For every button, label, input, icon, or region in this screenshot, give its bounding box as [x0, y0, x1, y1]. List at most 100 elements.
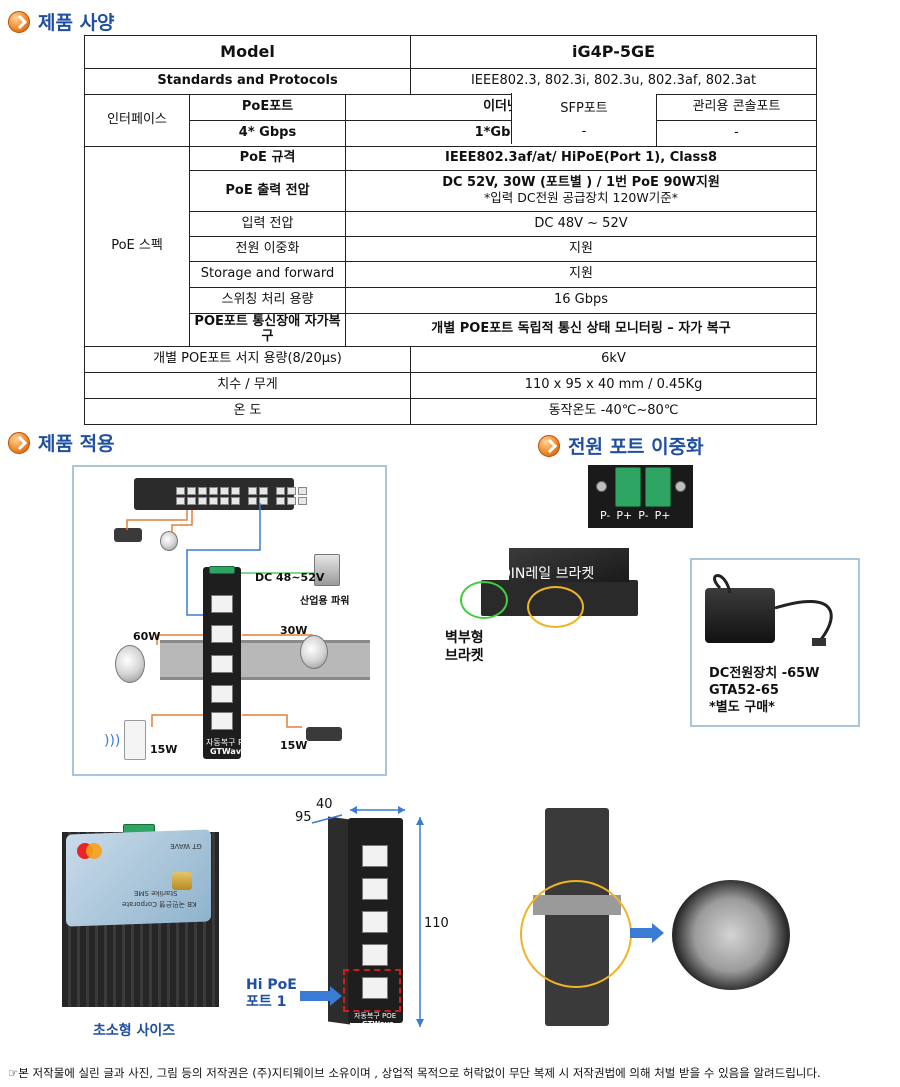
bullet-camera	[306, 727, 342, 741]
table-row: 4* Gbps 1*Gbps -	[85, 120, 818, 147]
wall-bracket-label: 벽부형 브라켓	[445, 630, 484, 664]
interface-header: PoE포트	[189, 94, 346, 121]
interface-header-sfp: SFP포트	[511, 93, 656, 119]
interface-value-sfp: -	[511, 119, 656, 144]
card-text: Starlike SME	[134, 889, 178, 897]
arrow-right-icon	[630, 923, 664, 943]
poe-output-note: *입력 DC전원 공급장치 120W기준*	[484, 190, 678, 206]
dim-110: 110	[424, 916, 449, 931]
access-point	[124, 720, 146, 760]
poe-row-value: 16 Gbps	[344, 287, 818, 314]
table-row: Storage and forward 지원	[85, 261, 818, 288]
bottom-row-label: 온 도	[83, 397, 412, 425]
standards-value: IEEE802.3, 802.3i, 802.3u, 802.3af, 802.…	[410, 68, 818, 95]
table-row: 스위칭 처리 용량 16 Gbps	[85, 287, 818, 314]
poe-row-label: POE포트 통신장애 자가복구	[189, 313, 346, 347]
copyright-footer: ☞본 저작물에 실린 글과 사진, 그림 등의 저작권은 (주)지티웨이브 소유…	[8, 1066, 821, 1080]
power-30w-label: 30W	[280, 624, 308, 637]
dim-95: 95	[295, 810, 312, 825]
section-heading-power: 전원 포트 이중화	[538, 432, 704, 459]
poe-row-label: 전원 이중화	[189, 236, 346, 262]
card-brand-icon	[77, 843, 103, 860]
interface-group-label: 인터페이스	[84, 94, 190, 147]
power-15w-label: 15W	[150, 743, 178, 756]
table-row: 개별 POE포트 서지 용량(8/20μs) 6kV	[83, 345, 818, 373]
table-row: 인터페이스 PoE포트 이더넷 관리용 콘솔포트	[84, 94, 818, 147]
section-title: 제품 적용	[38, 433, 115, 455]
table-row: 치수 / 무게 110 x 95 x 40 mm / 0.45Kg	[83, 371, 818, 399]
switch-caption: 자동복구 POE	[206, 738, 255, 747]
arrow-bullet-icon	[8, 10, 30, 33]
power-60w-label: 60W	[133, 630, 161, 643]
section-title: 전원 포트 이중화	[568, 436, 704, 458]
card-brand-text: GT WAVE	[170, 842, 202, 850]
din-bracket-label: DIN레일 브라켓	[500, 566, 595, 582]
bottom-row-value: 110 x 95 x 40 mm / 0.45Kg	[410, 371, 818, 399]
poe-row-value: DC 48V ~ 52V	[344, 211, 818, 237]
table-row: PoE 출력 전압 DC 52V, 30W (포트별 ) / 1번 PoE 90…	[85, 170, 818, 212]
table-row: Model iG4P-5GE	[83, 35, 818, 69]
terminal-block	[615, 467, 641, 507]
terminal-block	[645, 467, 671, 507]
table-row: 온 도 동작온도 -40℃~80℃	[83, 397, 818, 425]
ptz-camera	[300, 635, 328, 669]
spec-table: Model iG4P-5GE Standards and Protocols I…	[83, 35, 818, 425]
poe-row-label: PoE 출력 전압	[189, 170, 346, 212]
section-heading-application: 제품 적용	[8, 429, 115, 456]
bullet-camera	[114, 528, 142, 542]
poe-row-label: PoE 규격	[189, 146, 346, 171]
poe-group-label: PoE 스펙	[84, 146, 190, 347]
poe-row-value: 지원	[344, 236, 818, 262]
table-row: Standards and Protocols IEEE802.3, 802.3…	[83, 68, 818, 95]
poe-row-value: 지원	[344, 261, 818, 288]
poe-row-value: DC 52V, 30W (포트별 ) / 1번 PoE 90W지원 *입력 DC…	[344, 170, 818, 212]
bottom-row-value: 6kV	[410, 345, 818, 373]
arrow-bullet-icon	[8, 431, 30, 454]
hipoe-label: Hi PoE 포트 1	[246, 977, 297, 1010]
poe-output-value: DC 52V, 30W (포트별 ) / 1번 PoE 90W지원	[442, 175, 720, 191]
hipoe-port-highlight	[343, 969, 401, 1012]
power-adapter	[705, 588, 775, 643]
dim-40: 40	[316, 797, 333, 812]
size-caption: 초소형 사이즈	[93, 1023, 176, 1039]
model-label: Model	[83, 35, 412, 69]
bottom-row-label: 개별 POE포트 서지 용량(8/20μs)	[83, 345, 412, 373]
table-row: 입력 전압 DC 48V ~ 52V	[85, 211, 818, 237]
poe-row-label: 입력 전압	[189, 211, 346, 237]
terminal-labels: P- P+ P- P+	[600, 509, 671, 522]
standards-label: Standards and Protocols	[83, 68, 412, 95]
interface-value: 4* Gbps	[189, 120, 346, 147]
poe-row-value: 개별 POE포트 독립적 통신 상태 모니터링 – 자가 복구	[344, 313, 818, 347]
card-text: KB 국민은행 Corporate	[122, 900, 197, 908]
bracket-closeup	[672, 880, 790, 990]
table-row: POE포트 통신장애 자가복구 개별 POE포트 독립적 통신 상태 모니터링 …	[85, 313, 818, 347]
section-heading-spec: 제품 사양	[8, 8, 115, 35]
interface-header: 관리용 콘솔포트	[656, 94, 818, 121]
arrow-right-icon	[300, 986, 342, 1006]
poe-row-value: IEEE802.3af/at/ HiPoE(Port 1), Class8	[344, 146, 818, 171]
wall-bracket-highlight	[460, 581, 508, 619]
poe-row-label: 스위칭 처리 용량	[189, 287, 346, 314]
industrial-psu	[314, 554, 340, 586]
ptz-camera	[115, 645, 145, 683]
psu-label: 산업용 파워	[300, 596, 350, 607]
interface-value: -	[656, 120, 818, 147]
adapter-cable	[713, 574, 833, 646]
bottom-row-label: 치수 / 무게	[83, 371, 412, 399]
core-switch-ports	[176, 487, 307, 495]
model-value: iG4P-5GE	[410, 35, 818, 69]
poe-row-label: Storage and forward	[189, 261, 346, 288]
dimension-lines	[311, 806, 424, 1027]
dc-voltage-label: DC 48~52V	[255, 571, 325, 584]
din-rail	[160, 640, 370, 680]
card-chip	[172, 872, 192, 890]
table-row: 전원 이중화 지원	[85, 236, 818, 262]
table-row: PoE 스펙 PoE 규격 IEEE802.3af/at/ HiPoE(Port…	[84, 146, 818, 347]
arrow-bullet-icon	[538, 434, 560, 457]
wifi-icon: )))	[104, 733, 121, 749]
dome-camera	[160, 531, 178, 551]
brand-text: GTWave	[210, 747, 247, 756]
adapter-caption: DC전원장치 -65W GTA52-65 *별도 구매*	[709, 666, 820, 715]
bottom-row-value: 동작온도 -40℃~80℃	[410, 397, 818, 425]
section-title: 제품 사양	[38, 12, 115, 34]
